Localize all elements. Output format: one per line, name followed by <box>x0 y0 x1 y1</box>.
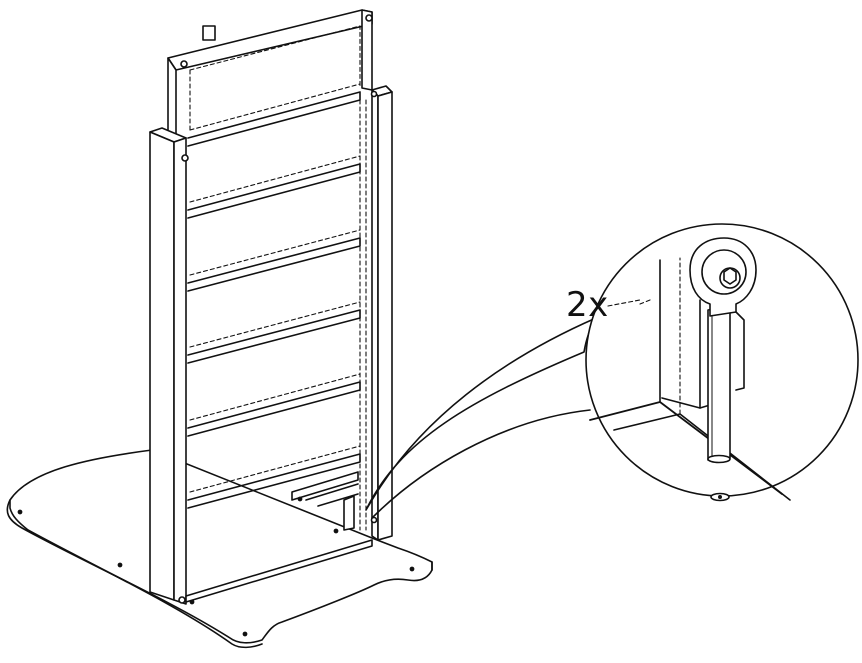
back-panel <box>168 10 372 140</box>
hidden-lines <box>190 26 366 530</box>
base-plate <box>7 450 432 647</box>
lower-crossbar <box>186 472 372 602</box>
callout-leader <box>366 318 596 518</box>
quantity-label: 2x <box>566 285 609 325</box>
left-post <box>150 128 188 604</box>
right-post <box>372 86 393 540</box>
shelf-slats <box>188 92 360 508</box>
detail-view <box>590 238 790 501</box>
